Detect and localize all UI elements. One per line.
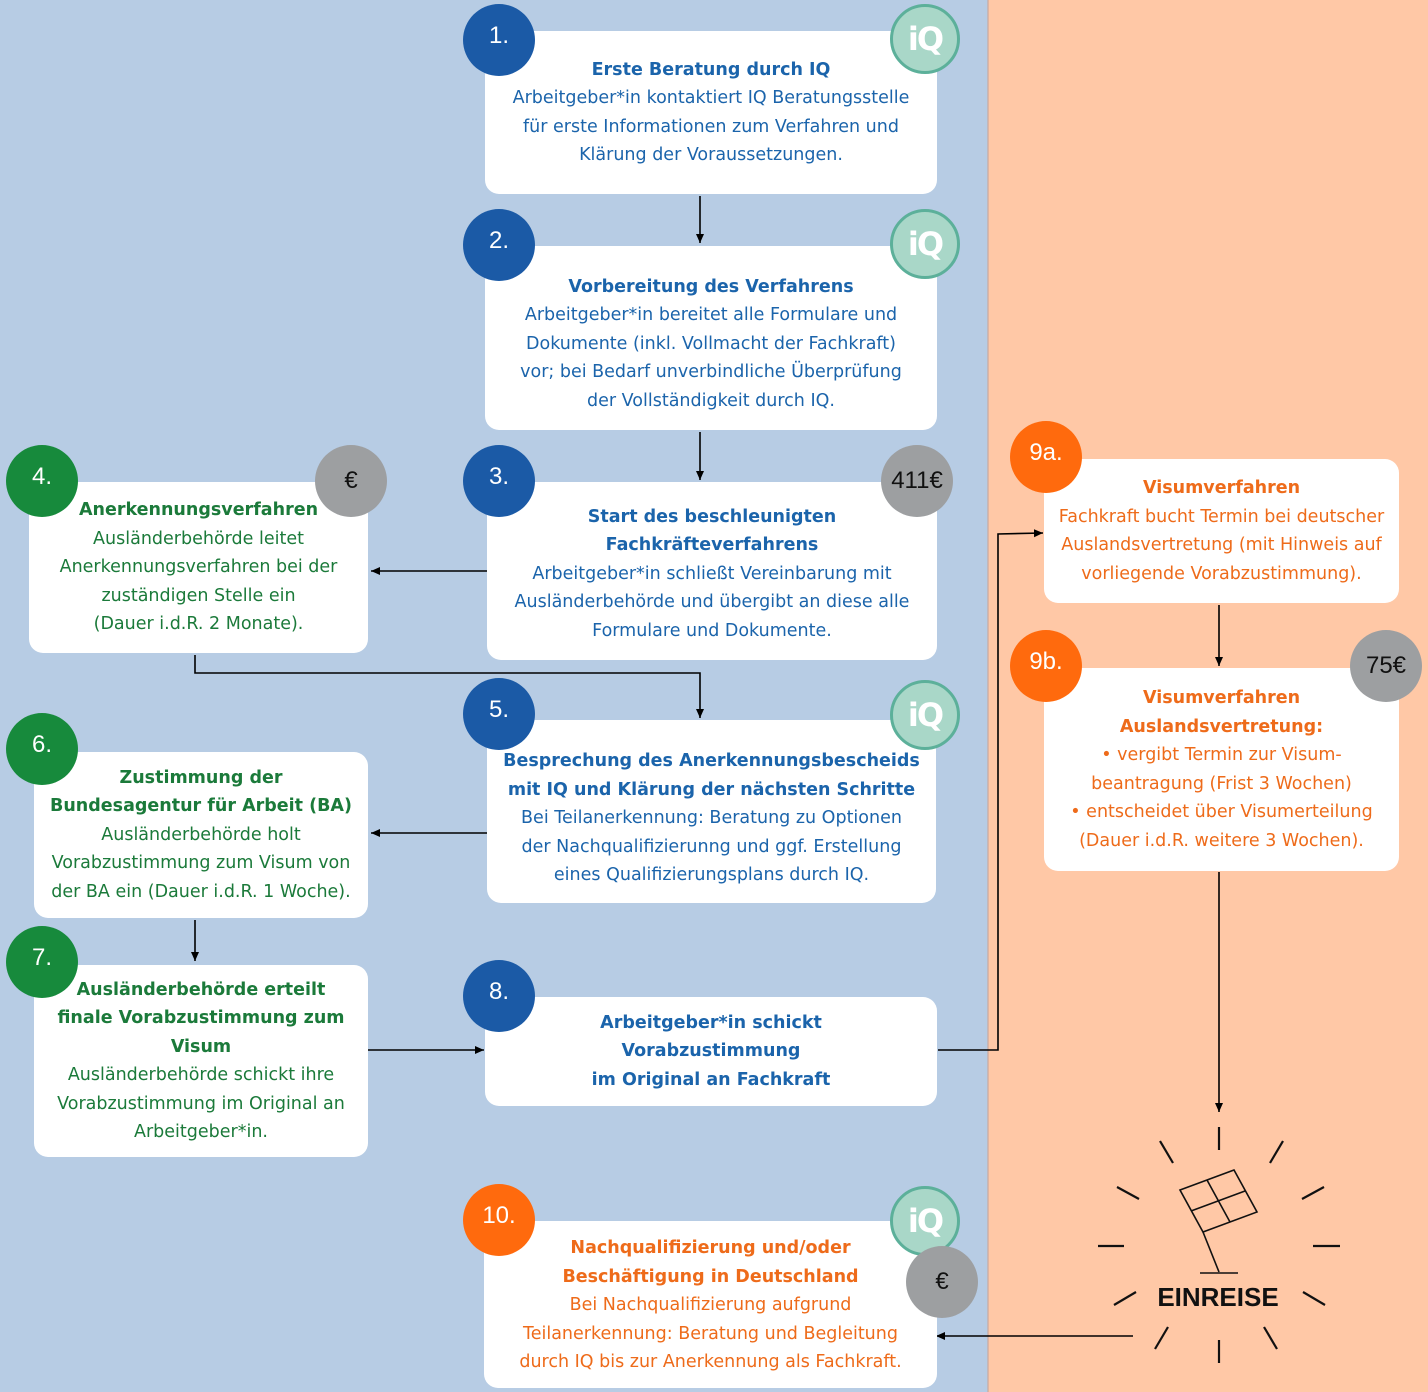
step-5-title: Besprechung des Anerkennungsbescheids mi… (503, 751, 920, 800)
step-7-box: Ausländerbehörde erteilt finale Vorabzus… (34, 965, 368, 1157)
einreise-burst (1098, 1127, 1340, 1363)
step-8-title: Arbeitgeber*in schickt Vorabzustimmung i… (591, 1012, 831, 1090)
step-10-box: Nachqualifizierung und/oder Beschäftigun… (484, 1221, 937, 1388)
einreise-label: EINREISE (1157, 1282, 1279, 1312)
step-9a-number: 9a. (1010, 421, 1082, 493)
step-3-number: 3. (463, 445, 535, 517)
step-4-cost-badge: € (315, 445, 387, 517)
arrow-4-to-5 (194, 655, 704, 718)
step-1-box: Erste Beratung durch IQ Arbeitgeber*in k… (485, 31, 937, 194)
step-3-title: Start des beschleunigten Fachkräfteverfa… (587, 506, 837, 556)
step-4-box: Anerkennungsverfahren Ausländerbehörde l… (29, 482, 368, 653)
iq-logo-icon: iQ (890, 680, 960, 750)
step-9a-box: Visumverfahren Fachkraft bucht Termin be… (1044, 459, 1399, 603)
step-5-body: Bei Teilanerkennung: Beratung zu Optione… (521, 808, 902, 886)
step-2-box: Vorbereitung des Verfahrens Arbeitgeber*… (485, 246, 937, 430)
step-10-body: Bei Nachqualifizierung aufgrund Teilaner… (519, 1295, 902, 1373)
step-10-number: 10. (463, 1184, 535, 1256)
step-3-cost-badge: 411€ (881, 445, 953, 517)
step-2-title: Vorbereitung des Verfahrens (568, 276, 854, 297)
iq-logo-icon: iQ (890, 4, 960, 74)
step-6-body: Ausländerbehörde holt Vorabzustimmung zu… (51, 824, 351, 902)
step-8-number: 8. (463, 960, 535, 1032)
step-7-number: 7. (6, 926, 78, 998)
step-1-title: Erste Beratung durch IQ (591, 59, 831, 80)
step-9b-body: • vergibt Termin zur Visum- beantragung … (1070, 745, 1373, 851)
step-6-box: Zustimmung der Bundesagentur für Arbeit … (34, 752, 368, 918)
step-6-title: Zustimmung der Bundesagentur für Arbeit … (50, 767, 352, 817)
step-9b-title: Visumverfahren Auslandsvertretung: (1119, 688, 1324, 737)
step-4-body: Ausländerbehörde leitet Anerkennungsverf… (59, 528, 338, 635)
panel-divider (987, 0, 989, 1392)
step-9a-title: Visumverfahren (1142, 478, 1301, 498)
step-9b-number: 9b. (1010, 630, 1082, 702)
step-1-body: Arbeitgeber*in kontaktiert IQ Beratungss… (512, 88, 910, 165)
step-10-title: Nachqualifizierung und/oder Beschäftigun… (562, 1238, 859, 1287)
step-5-box: Besprechung des Anerkennungsbescheids mi… (487, 720, 936, 903)
step-4-title: Anerkennungsverfahren (78, 500, 319, 521)
step-1-number: 1. (463, 4, 535, 76)
step-10-cost-badge: € (906, 1246, 978, 1318)
step-9a-body: Fachkraft bucht Termin bei deutscher Aus… (1058, 506, 1385, 584)
step-3-body: Arbeitgeber*in schließt Vereinbarung mit… (514, 563, 910, 641)
step-7-title: Ausländerbehörde erteilt finale Vorabzus… (57, 979, 345, 1057)
step-2-number: 2. (463, 209, 535, 281)
step-3-box: Start des beschleunigten Fachkräfteverfa… (487, 482, 937, 660)
iq-logo-icon: iQ (890, 209, 960, 279)
step-7-body: Ausländerbehörde schickt ihre Vorabzusti… (57, 1065, 345, 1142)
step-8-box: Arbeitgeber*in schickt Vorabzustimmung i… (485, 997, 937, 1106)
arrow-8-to-9a (938, 529, 1044, 1051)
step-5-number: 5. (463, 678, 535, 750)
step-9b-cost-badge: 75€ (1350, 630, 1422, 702)
step-2-body: Arbeitgeber*in bereitet alle Formulare u… (520, 305, 902, 411)
step-9b-box: Visumverfahren Auslandsvertretung: • ver… (1044, 668, 1399, 871)
step-4-number: 4. (6, 445, 78, 517)
iq-logo-icon: iQ (890, 1186, 960, 1256)
flag-icon (1178, 1169, 1259, 1274)
step-6-number: 6. (6, 713, 78, 785)
